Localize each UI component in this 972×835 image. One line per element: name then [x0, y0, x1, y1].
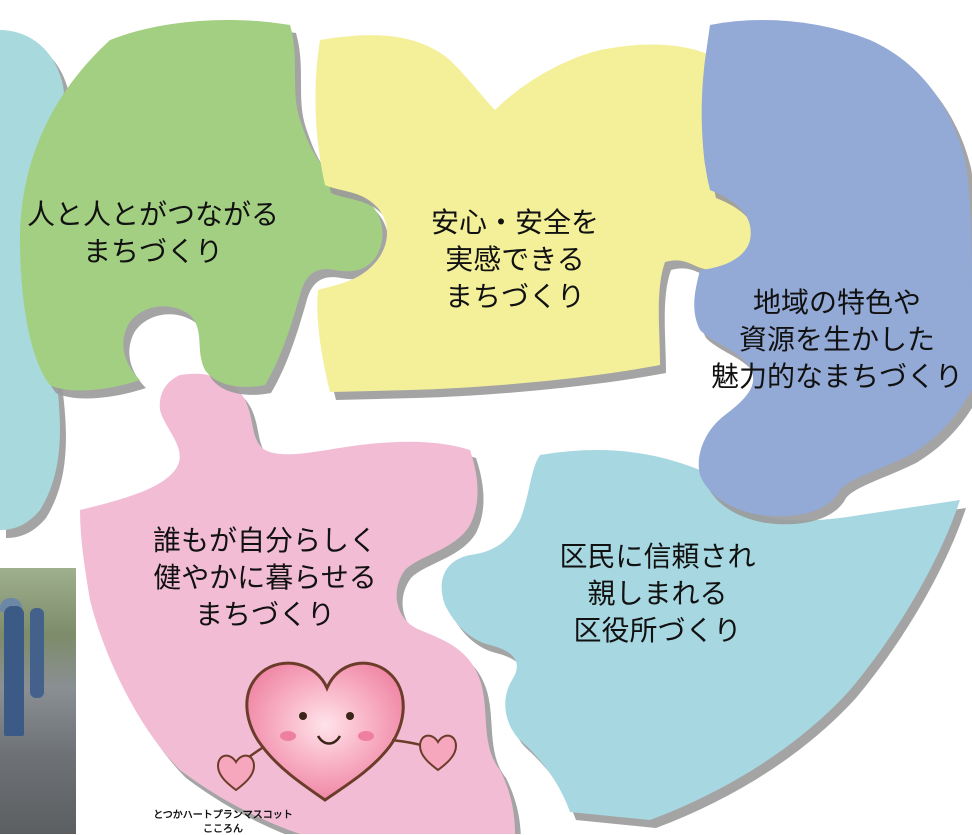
label-line: 親しまれる [587, 577, 728, 610]
mascot-caption-line1: とつかハートプランマスコット [153, 810, 293, 821]
label-line: 誰もが自分らしく [152, 524, 377, 557]
mascot-eye-right [346, 712, 354, 720]
label-line: まちづくり [194, 598, 335, 631]
puzzle-piece-green [20, 20, 383, 391]
puzzle-piece-lightblue [441, 450, 960, 820]
mascot-caption-line2: こころん [203, 824, 243, 835]
label-lightblue-piece: 区民に信頼され 親しまれる 区役所づくり [540, 538, 775, 649]
label-pink-piece: 誰もが自分らしく 健やかに暮らせる まちづくり [135, 522, 395, 633]
mascot-kokoron [216, 661, 458, 802]
label-line: まちづくり [444, 280, 585, 313]
label-line: 区民に信頼され [559, 540, 756, 573]
label-line: 資源を生かした [738, 323, 935, 356]
event-photo [0, 568, 76, 834]
mascot-cheek-left [280, 731, 296, 741]
label-green-piece: 人と人とがつながる まちづくり [8, 196, 298, 270]
mascot-mouth [316, 735, 342, 745]
photo-figure-2 [30, 608, 44, 698]
label-blue-piece: 地域の特色や 資源を生かした 魅力的なまちづくり [704, 284, 970, 395]
puzzle-piece-pink [80, 373, 515, 834]
label-line: 健やかに暮らせる [153, 561, 377, 594]
photo-figure-1 [4, 606, 24, 736]
puzzle-piece-yellow [315, 35, 759, 393]
label-line: 安心・安全を [430, 206, 599, 239]
mascot-hand-right [418, 734, 458, 772]
puzzle-piece-blue [694, 20, 972, 517]
mascot-eye-left [299, 712, 307, 720]
mascot-cheek-right [358, 731, 374, 741]
label-line: 区役所づくり [573, 614, 742, 647]
label-line: 魅力的なまちづくり [710, 360, 963, 393]
label-line: 地域の特色や [752, 286, 921, 319]
mascot-heart-body [245, 661, 405, 802]
mascot-hand-left [216, 754, 256, 792]
label-line: 実感できる [445, 243, 585, 276]
label-yellow-piece: 安心・安全を 実感できる まちづくり [400, 204, 630, 315]
label-line: 人と人とがつながる [26, 198, 279, 231]
label-line: まちづくり [82, 235, 223, 268]
